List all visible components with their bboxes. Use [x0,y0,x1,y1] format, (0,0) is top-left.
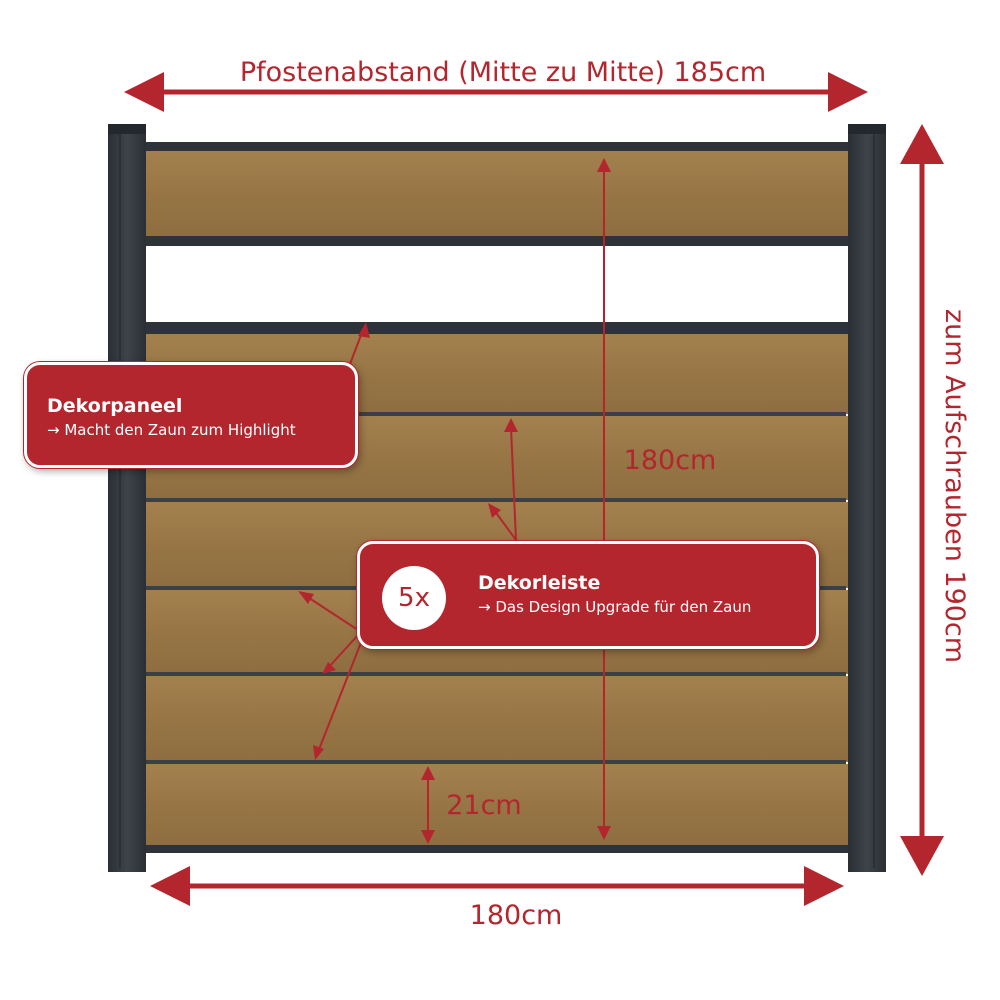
board-5 [140,676,852,762]
post-height-label: zum Aufschrauben 190cm [939,309,970,663]
decor-panel-callout: Dekorpaneel → Macht den Zaun zum Highlig… [24,362,358,468]
board-6 [140,764,852,846]
left-post-cap [108,124,146,134]
rail-above-panel [140,236,852,246]
board-height-arrow [421,766,435,844]
board-height-label: 21cm [446,790,522,821]
fence-width-arrow [150,866,844,906]
left-post [108,124,146,872]
bottom-rail [140,845,852,853]
decor-strip-2 [146,498,846,502]
post-spacing-label: Pfostenabstand (Mitte zu Mitte) 185cm [240,57,766,88]
top-board [140,150,852,236]
decor-strip-callout: 5x Dekorleiste → Das Design Upgrade für … [357,541,819,649]
strip-count-badge: 5x [382,566,446,630]
decor-strip-1 [146,412,846,416]
decor-strip-4 [146,672,846,676]
pointer-lines [298,322,518,760]
right-post [848,124,886,872]
decor-strip-5 [146,760,846,764]
fence-height-arrow [597,158,611,840]
fence-width-label: 180cm [470,900,563,931]
decor-panel-subtitle: → Macht den Zaun zum Highlight [47,421,296,439]
decor-panel-title: Dekorpaneel [47,395,183,417]
decor-panel [140,246,852,324]
fence-height-label: 180cm [624,445,717,476]
post-spacing-arrow [124,72,868,112]
decor-strip-text: Dekorleiste → Das Design Upgrade für den… [478,572,751,616]
post-height-arrow [900,124,944,876]
top-rail [140,142,852,151]
decor-strip-title: Dekorleiste [478,572,601,594]
right-post-cap [848,124,886,134]
decor-strip-subtitle: → Das Design Upgrade für den Zaun [478,598,752,616]
rail-below-panel [140,322,852,334]
